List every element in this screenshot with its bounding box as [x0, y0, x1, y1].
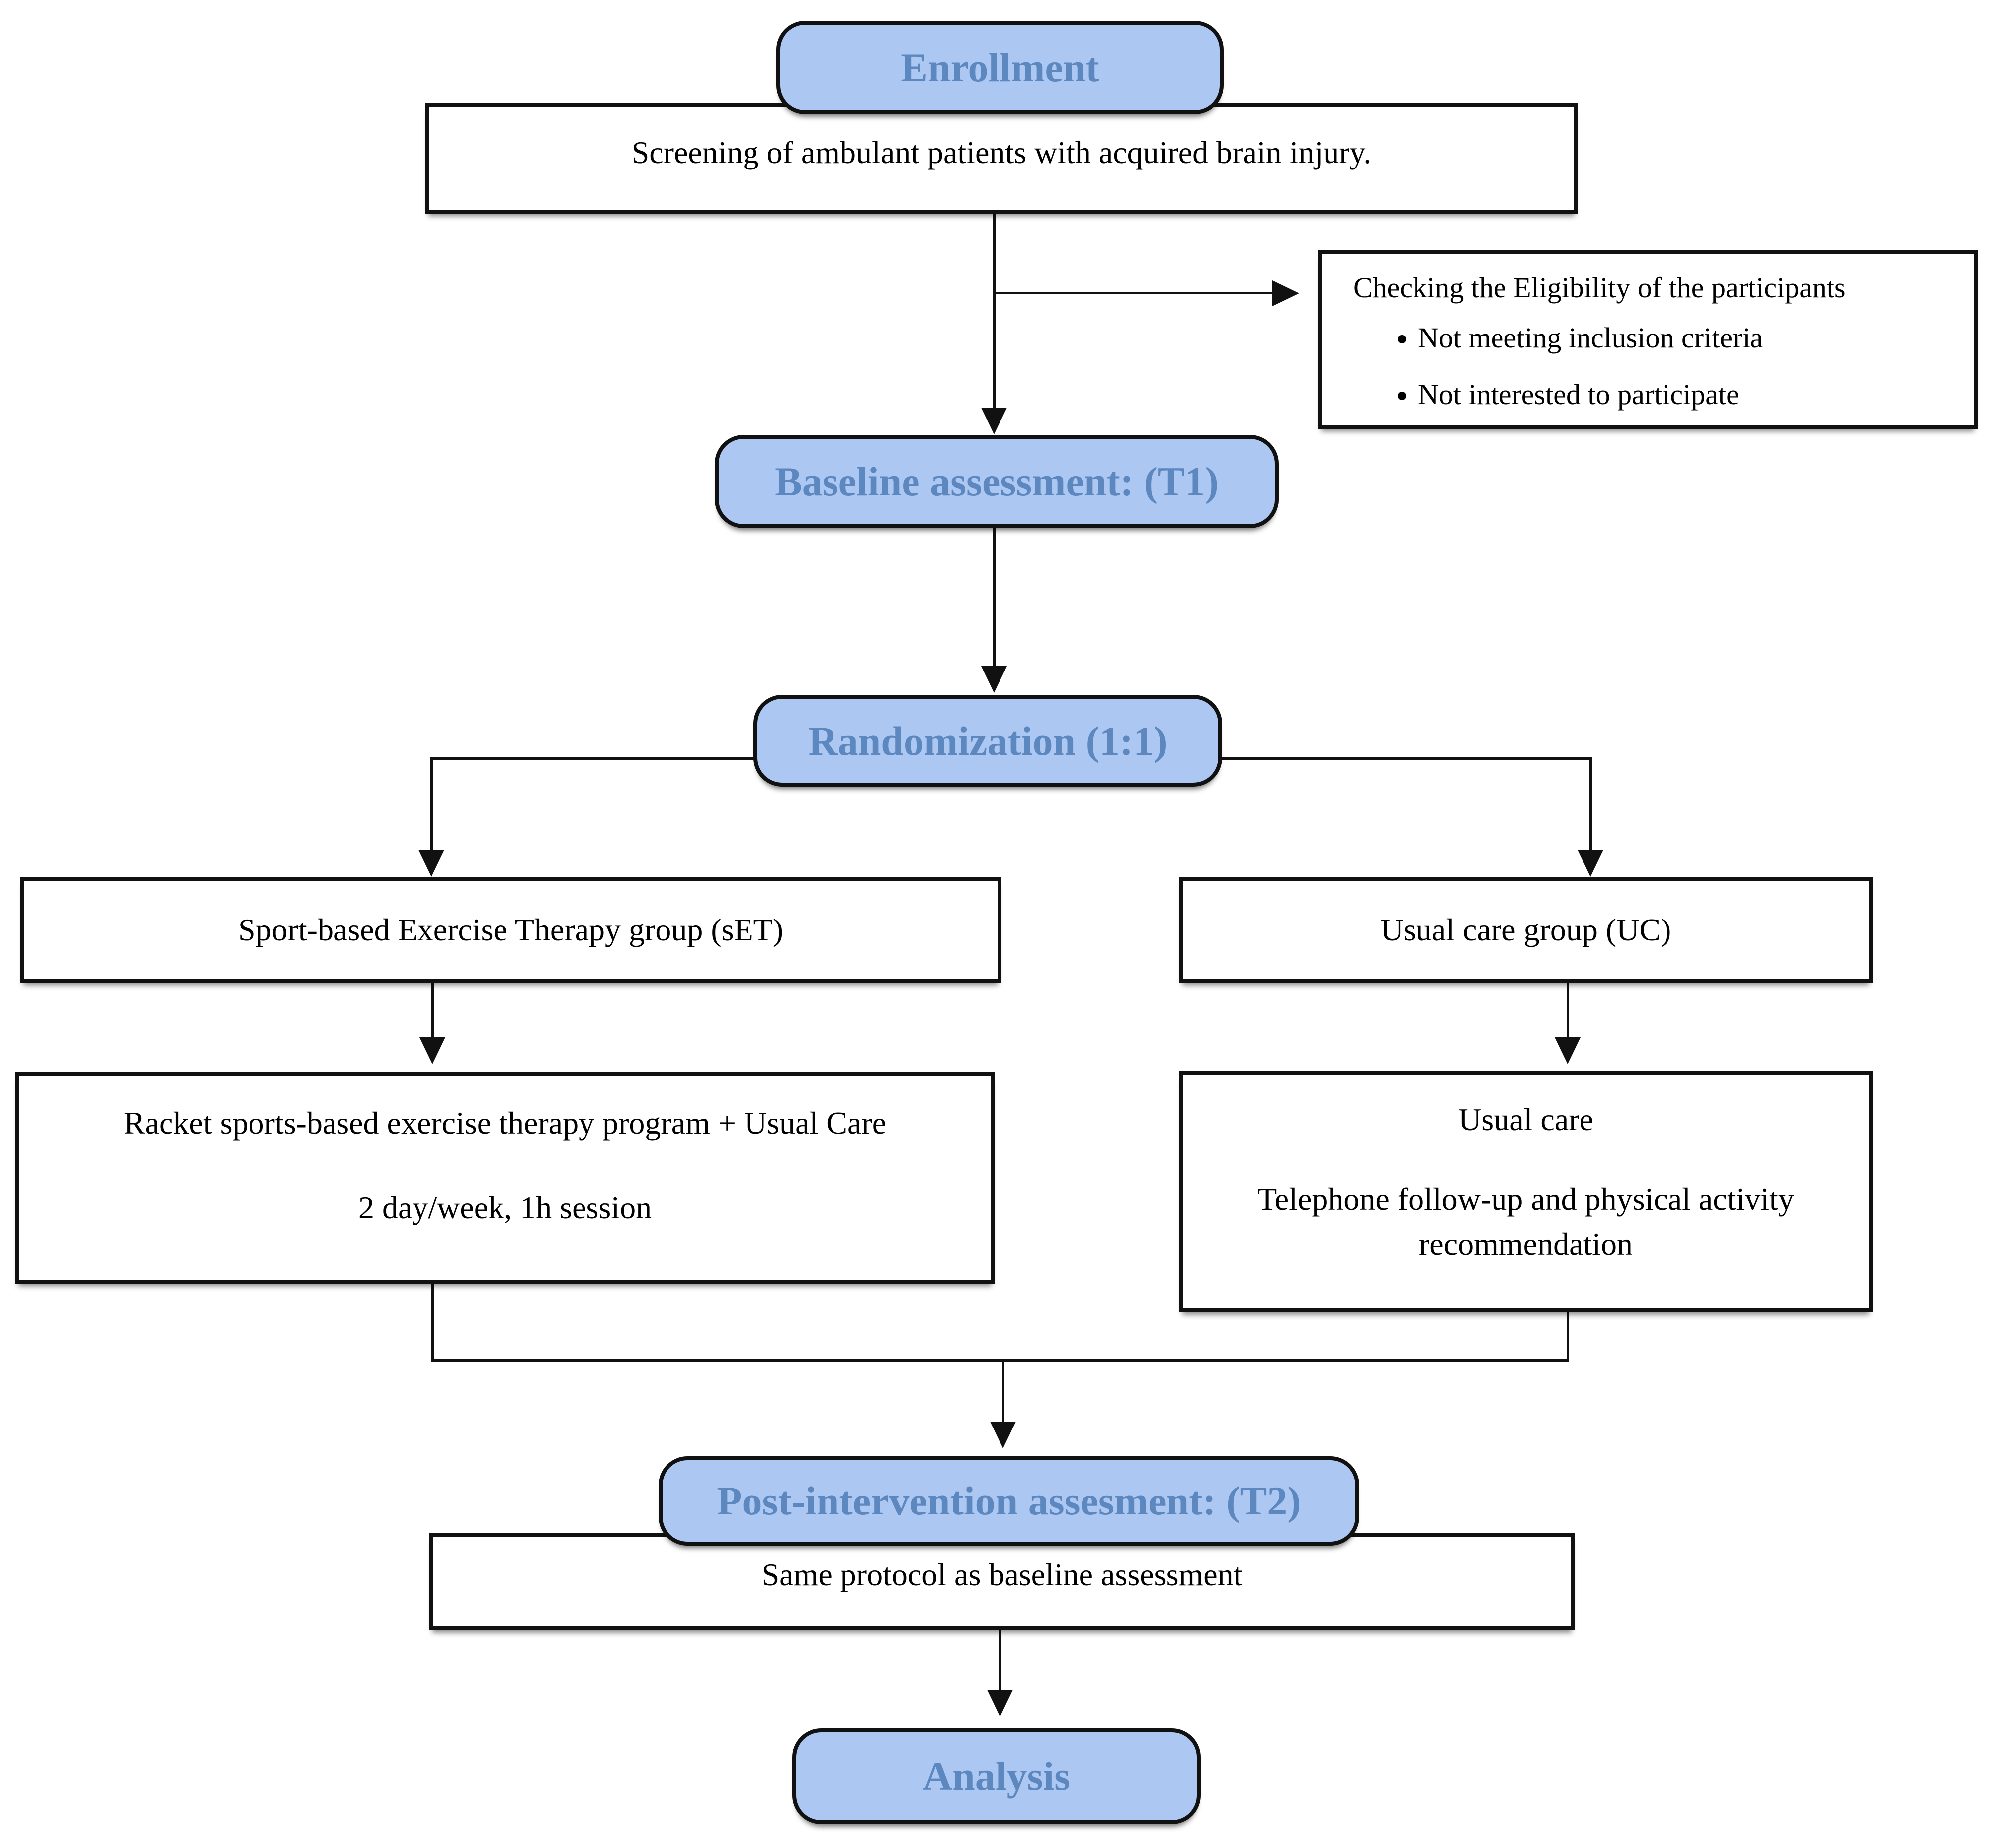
stage-analysis: Analysis	[792, 1728, 1201, 1824]
same-protocol-label: Same protocol as baseline assessment	[761, 1556, 1243, 1592]
set-group-label: Sport-based Exercise Therapy group (sET)	[238, 912, 784, 947]
set-intervention-line1: Racket sports-based exercise therapy pro…	[123, 1105, 887, 1141]
set-intervention-line2: 2 day/week, 1h session	[358, 1189, 652, 1225]
baseline-label: Baseline assessment: (T1)	[775, 459, 1219, 504]
arrowhead-into-set-group-icon	[418, 850, 444, 877]
connector-right-branch	[1589, 757, 1592, 851]
connector-merge-to-post	[1002, 1359, 1004, 1423]
connector-left-branch	[430, 757, 433, 851]
box-uc-intervention: Usual care Telephone follow-up and physi…	[1179, 1071, 1873, 1312]
box-uc-group: Usual care group (UC)	[1179, 877, 1873, 983]
box-eligibility: Checking the Eligibility of the particip…	[1318, 250, 1978, 429]
connector-uc-program-down	[1567, 1312, 1569, 1362]
enrollment-label: Enrollment	[901, 45, 1099, 90]
connector-randomization-right	[1220, 757, 1592, 760]
arrowhead-into-uc-group-icon	[1578, 850, 1603, 877]
stage-randomization: Randomization (1:1)	[753, 695, 1222, 787]
analysis-label: Analysis	[922, 1753, 1071, 1799]
arrowhead-into-analysis-icon	[987, 1690, 1013, 1717]
stage-enrollment: Enrollment	[776, 21, 1224, 114]
post-intervention-label: Post-intervention assesment: (T2)	[717, 1478, 1301, 1523]
arrowhead-into-post-icon	[990, 1422, 1016, 1448]
randomization-label: Randomization (1:1)	[808, 718, 1167, 763]
connector-set-program-down	[431, 1284, 434, 1362]
screening-label: Screening of ambulant patients with acqu…	[631, 135, 1372, 170]
box-set-group: Sport-based Exercise Therapy group (sET)	[20, 877, 1001, 983]
stage-post-intervention: Post-intervention assesment: (T2)	[659, 1456, 1359, 1546]
connector-uc-group-to-program	[1567, 983, 1569, 1038]
arrowhead-into-set-program-icon	[419, 1037, 445, 1064]
connector-screening-to-baseline	[993, 214, 996, 408]
connector-protocol-to-analysis	[999, 1630, 1001, 1691]
arrowhead-into-randomization-icon	[981, 666, 1007, 693]
arrowhead-into-baseline-icon	[981, 408, 1007, 434]
arrowhead-into-uc-program-icon	[1555, 1037, 1581, 1064]
eligibility-bullet-list: Not meeting inclusion criteria Not inter…	[1353, 319, 1763, 432]
eligibility-title: Checking the Eligibility of the particip…	[1353, 271, 1846, 304]
uc-intervention-line2: Telephone follow-up and physical activit…	[1257, 1181, 1794, 1261]
arrowhead-into-eligibility-icon	[1272, 280, 1299, 306]
connector-randomization-left	[431, 757, 755, 760]
stage-baseline-assessment: Baseline assessment: (T1)	[715, 435, 1279, 528]
connector-set-group-to-program	[431, 983, 434, 1038]
uc-group-label: Usual care group (UC)	[1380, 912, 1671, 947]
connector-baseline-to-randomization	[993, 528, 996, 668]
box-set-intervention: Racket sports-based exercise therapy pro…	[15, 1072, 995, 1284]
connector-to-eligibility	[994, 292, 1272, 294]
uc-intervention-line1: Usual care	[1458, 1102, 1593, 1137]
eligibility-bullet: Not interested to participate	[1418, 376, 1763, 413]
connector-merge	[431, 1359, 1569, 1362]
box-same-protocol: Same protocol as baseline assessment	[429, 1533, 1575, 1630]
eligibility-bullet: Not meeting inclusion criteria	[1418, 319, 1763, 356]
box-screening: Screening of ambulant patients with acqu…	[425, 103, 1578, 214]
